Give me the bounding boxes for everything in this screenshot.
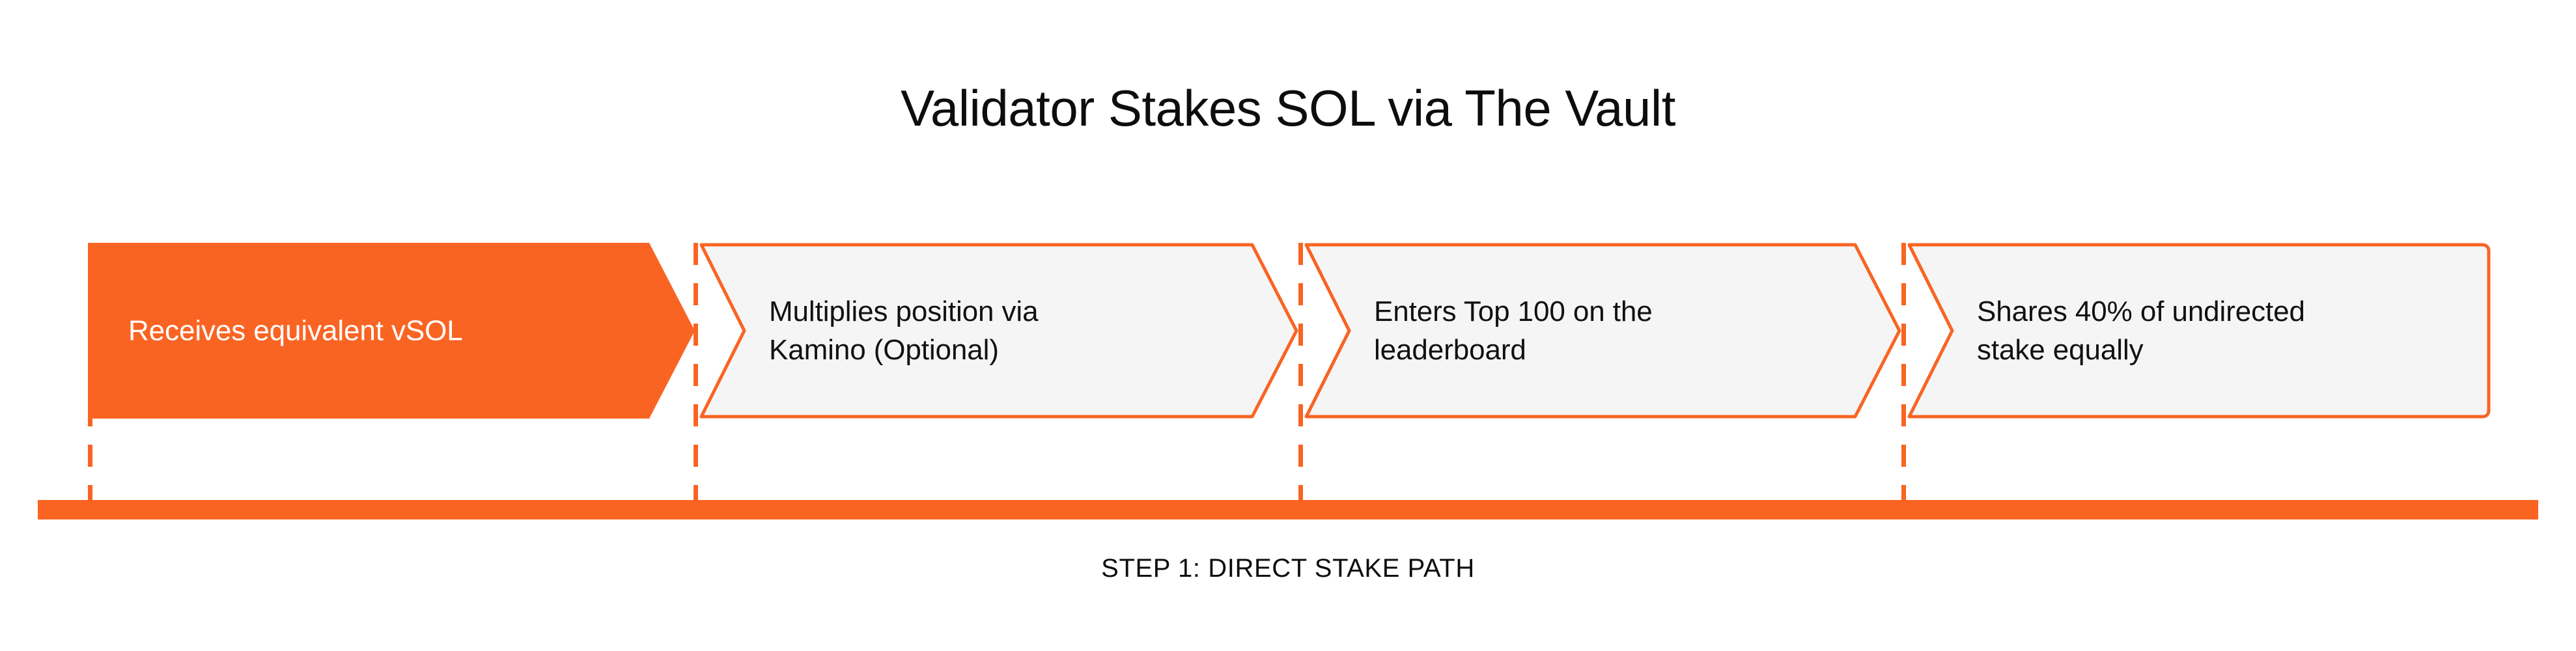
flow-step-1[interactable]: Receives equivalent vSOL: [88, 243, 695, 419]
step-caption: STEP 1: DIRECT STAKE PATH: [1101, 554, 1475, 583]
flow-step-2[interactable]: Multiplies position via Kamino (Optional…: [693, 243, 1299, 419]
flow-step-1-shape: [88, 243, 695, 419]
connector-step-2: [693, 243, 698, 503]
flow-step-1-label: Receives equivalent vSOL: [128, 314, 463, 347]
connector-step-3: [1298, 243, 1303, 503]
flow-step-3[interactable]: Enters Top 100 on the leaderboard: [1298, 243, 1902, 419]
flow-step-4[interactable]: Shares 40% of undirected stake equally: [1901, 243, 2491, 419]
connector-step-1: [88, 243, 92, 503]
flow-step-4-label: Shares 40% of undirected stake equally: [1977, 296, 2305, 366]
flow-step-3-shape: [1304, 243, 1901, 419]
page-title: Validator Stakes SOL via The Vault: [901, 79, 1675, 137]
connector-step-4: [1901, 243, 1906, 503]
flow-step-3-label: Enters Top 100 on the leaderboard: [1374, 296, 1653, 366]
flow-step-2-shape: [699, 243, 1298, 419]
flow-step-2-label: Multiplies position via Kamino (Optional…: [769, 296, 1039, 366]
flow-step-4-shape: [1907, 243, 2491, 419]
timeline-baseline: [38, 500, 2538, 519]
